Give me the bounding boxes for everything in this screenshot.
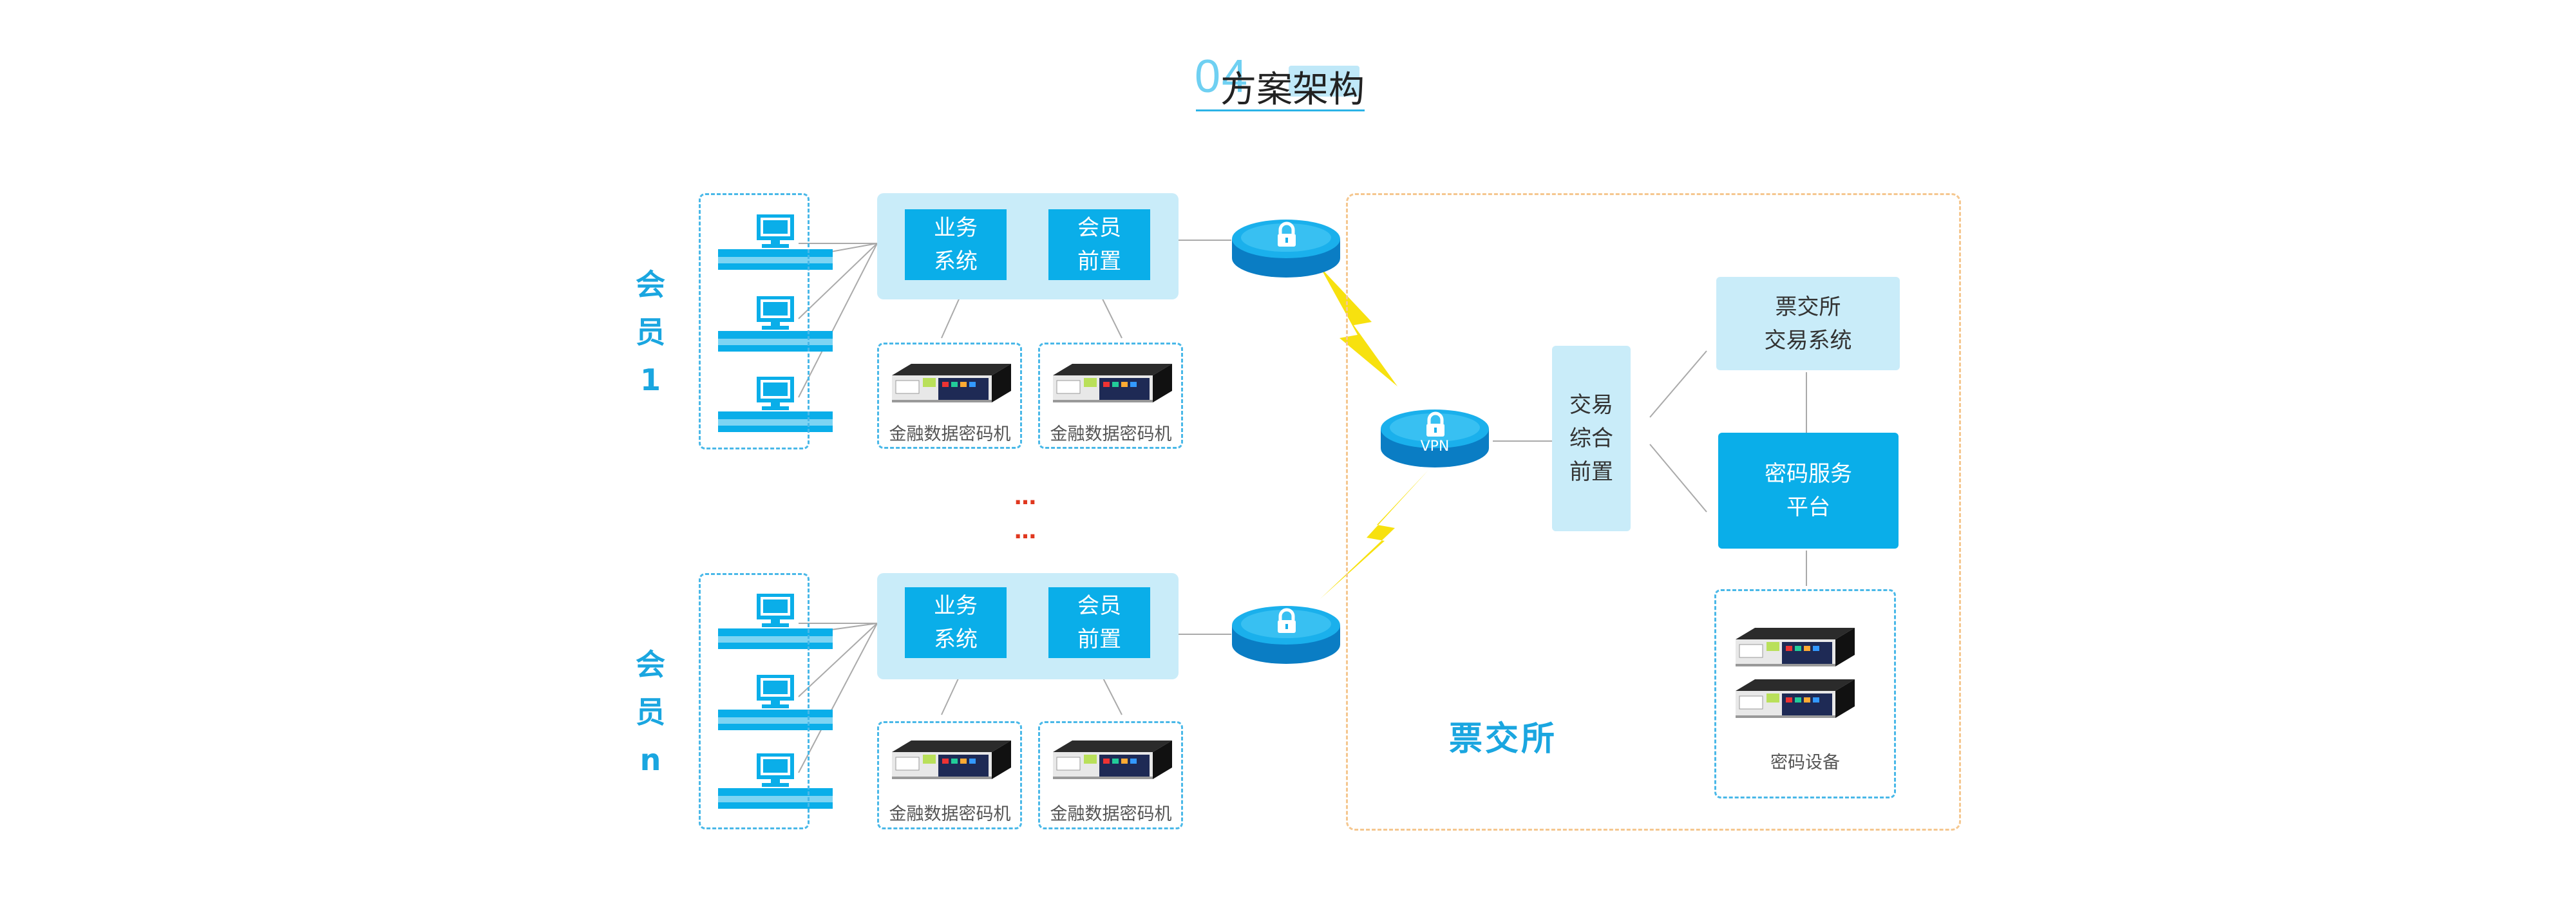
membern-crypto-box-a: [877, 721, 1022, 829]
lightning-icon: [1320, 470, 1428, 599]
vpn-label: VPN: [1421, 439, 1450, 455]
device-caption: 金融数据密码机: [889, 804, 1011, 824]
exchange-trading-system: 票交所 交易系统: [1716, 277, 1900, 370]
separator-dots: …: [1014, 518, 1039, 544]
device-caption: 密码设备: [1770, 753, 1840, 773]
device-caption: 金融数据密码机: [889, 424, 1011, 444]
member-label-char: 1: [639, 363, 661, 397]
page-title: 04 方案架构: [1195, 50, 1368, 115]
lock-icon: [1232, 606, 1340, 664]
member1-member-front: 会员 前置: [1048, 209, 1150, 280]
member-label-char: 会: [636, 267, 665, 302]
member-1-label: 会 员 1: [628, 261, 673, 404]
device-caption: 金融数据密码机: [1050, 804, 1172, 824]
member-label-char: 会: [636, 647, 665, 682]
membern-business-system: 业务 系统: [905, 587, 1007, 658]
membern-member-front: 会员 前置: [1048, 587, 1150, 658]
trading-front: 交易 综合 前置: [1552, 346, 1631, 531]
title-highlight: [1289, 66, 1359, 97]
member1-crypto-box-a: [877, 343, 1022, 449]
crypto-equipment-box: [1714, 589, 1896, 798]
member-n-label: 会 员 n: [628, 641, 673, 784]
member-label-char: 员: [636, 315, 665, 350]
lightning-icon: [1320, 267, 1397, 386]
separator-dots: …: [1014, 484, 1039, 510]
member-label-char: 员: [636, 695, 665, 730]
member1-terminals-box: [699, 193, 810, 449]
member1-crypto-box-b: [1038, 343, 1183, 449]
membern-crypto-box-b: [1038, 721, 1183, 829]
member-label-char: n: [639, 742, 661, 777]
title-text: 方案架构: [1220, 69, 1365, 111]
member1-business-system: 业务 系统: [905, 209, 1007, 280]
membern-terminals-box: [699, 573, 810, 829]
exchange-label: 票交所: [1449, 720, 1558, 759]
title-underline: [1196, 109, 1365, 111]
title-number: 04: [1195, 51, 1249, 102]
device-caption: 金融数据密码机: [1050, 424, 1172, 444]
exchange-lines: [1493, 350, 1807, 586]
lock-icon: [1232, 220, 1340, 278]
crypto-service-platform: 密码服务 平台: [1718, 433, 1899, 549]
exchange-area: [1346, 193, 1961, 831]
